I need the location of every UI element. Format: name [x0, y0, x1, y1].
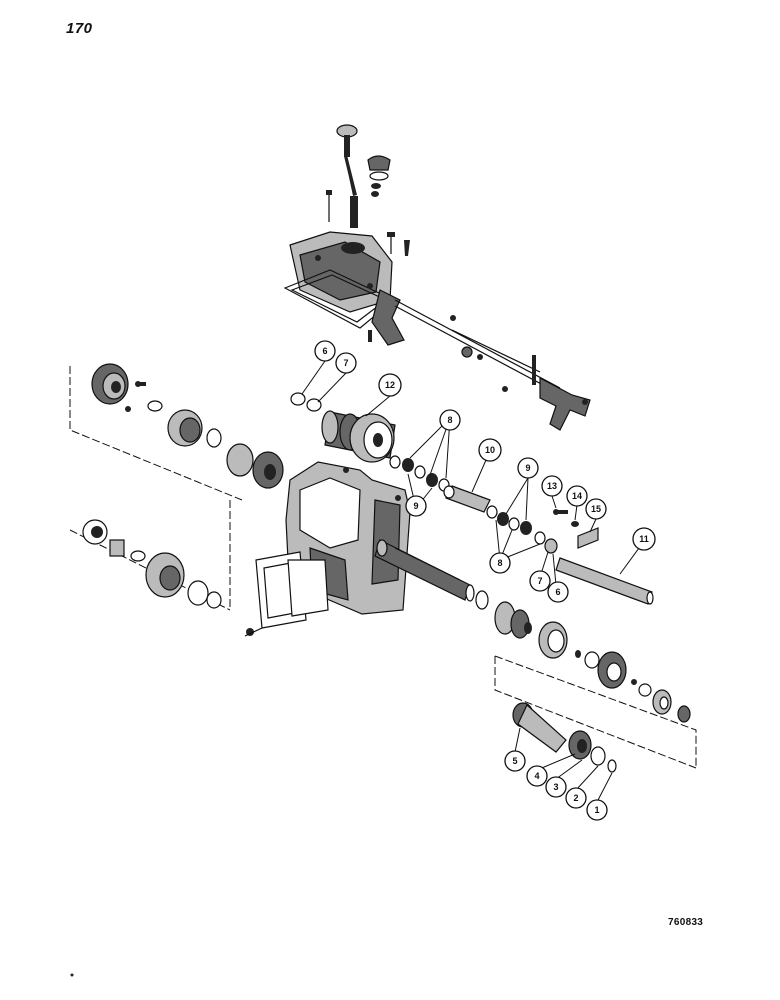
svg-text:9: 9 — [525, 463, 530, 473]
callout-13: 13 — [541, 475, 563, 497]
svg-text:10: 10 — [485, 445, 495, 455]
svg-text:8: 8 — [447, 415, 452, 425]
callout-12: 12 — [378, 373, 402, 397]
figure-code: 760833 — [668, 917, 704, 928]
mainshaft-gears — [494, 601, 691, 723]
mainshaft — [374, 539, 489, 610]
output-shaft-assembly — [512, 702, 617, 773]
callout-4: 4 — [526, 765, 548, 787]
callout-6a: 6 — [314, 340, 336, 362]
callout-14: 14 — [566, 485, 588, 507]
svg-text:15: 15 — [591, 504, 601, 514]
svg-text:4: 4 — [534, 771, 539, 781]
countershaft-gear-cluster — [290, 392, 396, 463]
svg-text:6: 6 — [555, 587, 560, 597]
svg-text:7: 7 — [537, 576, 542, 586]
countershaft — [443, 485, 491, 513]
page-number: 170 — [66, 20, 93, 37]
case-gaskets — [244, 551, 329, 637]
callout-6b: 6 — [547, 581, 569, 603]
svg-text:8: 8 — [497, 558, 502, 568]
svg-text:6: 6 — [322, 346, 327, 356]
svg-text:13: 13 — [547, 481, 557, 491]
svg-text:11: 11 — [639, 534, 649, 544]
svg-text:2: 2 — [573, 793, 578, 803]
callout-8b: 8 — [489, 552, 511, 574]
svg-text:3: 3 — [553, 782, 558, 792]
callout-3: 3 — [545, 776, 567, 798]
callout-2: 2 — [565, 787, 587, 809]
input-shaft-parts — [91, 363, 284, 489]
callout-9b: 9 — [517, 457, 539, 479]
svg-text:14: 14 — [572, 491, 582, 501]
svg-text:7: 7 — [343, 358, 348, 368]
front-bearing-parts — [82, 519, 222, 609]
top-cover — [283, 231, 396, 342]
shift-rails-and-forks — [371, 289, 591, 431]
countershaft-rear-bearings — [486, 505, 558, 554]
callout-1: 1 — [586, 799, 608, 821]
callout-8a: 8 — [439, 409, 461, 431]
callout-7a: 7 — [335, 352, 357, 374]
callout-7b: 7 — [529, 570, 551, 592]
svg-text:9: 9 — [413, 501, 418, 511]
rear-bracket-lines — [494, 655, 697, 769]
speck — [70, 973, 74, 977]
callout-11: 11 — [632, 527, 656, 551]
reverse-idler-shaft — [555, 557, 654, 605]
callout-10: 10 — [478, 438, 502, 462]
svg-text:1: 1 — [594, 805, 599, 815]
svg-text:5: 5 — [512, 756, 517, 766]
callout-5: 5 — [504, 750, 526, 772]
shift-lever-assembly — [326, 124, 410, 256]
svg-text:12: 12 — [385, 380, 395, 390]
callout-15: 15 — [585, 498, 607, 520]
callout-9a: 9 — [405, 495, 427, 517]
countershaft-bearings-and-spacers — [389, 455, 450, 492]
leader-lines — [301, 360, 640, 803]
reverse-idler-parts — [553, 509, 599, 549]
